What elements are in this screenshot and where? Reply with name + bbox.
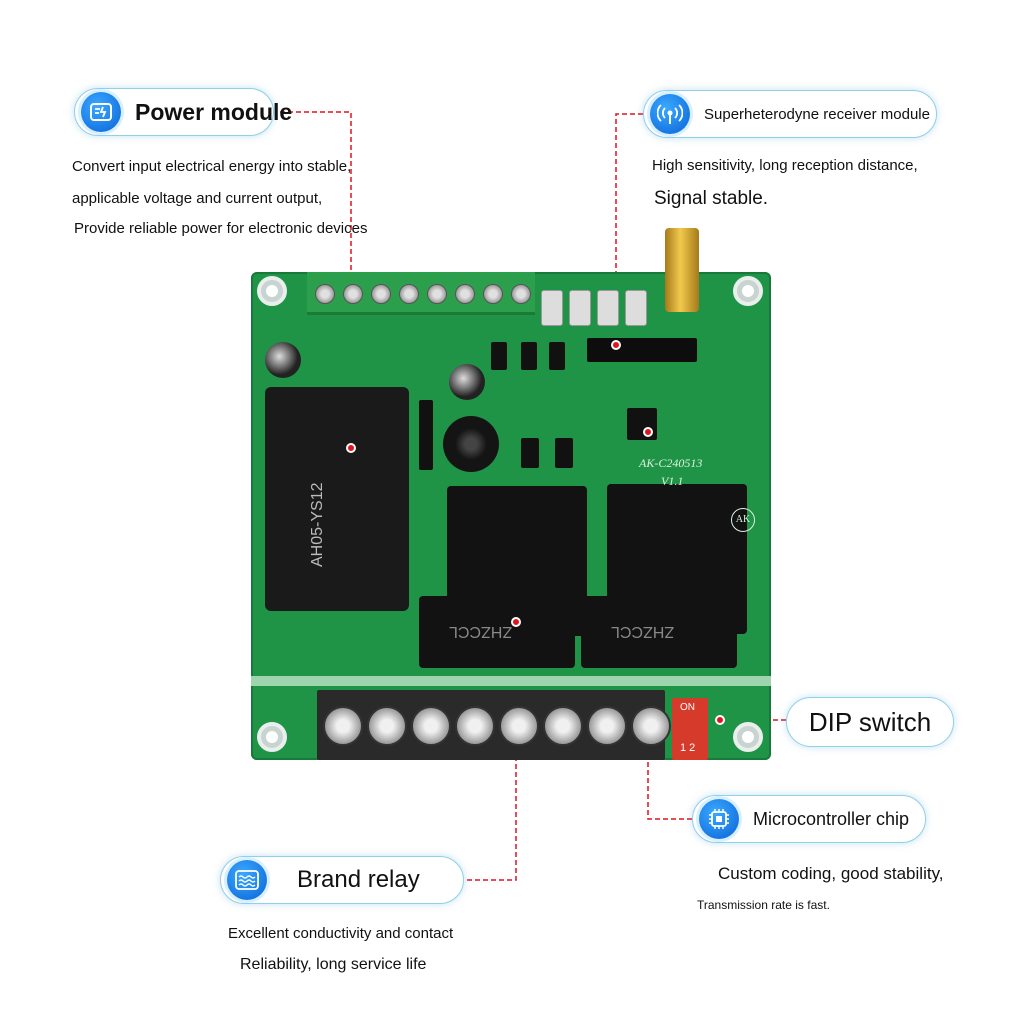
tact-button bbox=[569, 290, 591, 326]
mcu-line-2: Transmission rate is fast. bbox=[697, 898, 830, 912]
buzzer bbox=[443, 416, 499, 472]
tact-button bbox=[597, 290, 619, 326]
transistor bbox=[521, 342, 537, 370]
screw bbox=[399, 284, 419, 304]
power-module-line-3: Provide reliable power for electronic de… bbox=[74, 220, 368, 237]
board-logo: AK bbox=[731, 508, 755, 532]
screw bbox=[587, 706, 627, 746]
receiver-module bbox=[587, 338, 697, 362]
pcb-board: AH05-YS12 ZHZCCL ZHZCCL AK-C240513 V1.1 … bbox=[251, 228, 771, 760]
relay-1-base: ZHZCCL bbox=[419, 596, 575, 668]
screw bbox=[483, 284, 503, 304]
screw bbox=[499, 706, 539, 746]
power-module-title: Power module bbox=[135, 98, 293, 125]
acdc-converter: AH05-YS12 bbox=[265, 387, 409, 611]
top-terminal-block bbox=[307, 272, 535, 315]
mcu-line-1: Custom coding, good stability, bbox=[718, 864, 944, 883]
mcu-title: Microcontroller chip bbox=[753, 808, 910, 829]
dip-switch-callout: DIP switch bbox=[786, 697, 954, 747]
power-module-line-1: Convert input electrical energy into sta… bbox=[72, 158, 352, 175]
converter-label: AH05-YS12 bbox=[309, 482, 326, 568]
leader-mcu bbox=[647, 432, 692, 820]
silkscreen-version: V1.1 bbox=[661, 474, 684, 488]
mount-hole bbox=[257, 722, 287, 752]
diode bbox=[419, 400, 433, 470]
receiver-callout: Superheterodyne receiver module bbox=[643, 90, 937, 138]
screw bbox=[427, 284, 447, 304]
wifi-signal-icon bbox=[650, 94, 690, 134]
transistor bbox=[549, 342, 565, 370]
mcu-callout: Microcontroller chip bbox=[692, 795, 926, 843]
silkscreen-model: AK-C240513 bbox=[639, 456, 703, 470]
relay-2-base: ZHZCCL bbox=[581, 596, 737, 668]
receiver-line-2: Signal stable. bbox=[654, 188, 769, 209]
capacitor bbox=[449, 364, 485, 400]
dip-on-label: ON bbox=[680, 702, 695, 713]
transistor bbox=[491, 342, 507, 370]
screw bbox=[343, 284, 363, 304]
microcontroller-chip bbox=[627, 408, 657, 440]
screw bbox=[371, 284, 391, 304]
power-icon bbox=[81, 92, 121, 132]
dip-numbers: 1 2 bbox=[680, 742, 696, 754]
relay-line-1: Excellent conductivity and contact bbox=[228, 925, 454, 942]
screw bbox=[411, 706, 451, 746]
relay-callout: Brand relay bbox=[220, 856, 464, 904]
dot-receiver bbox=[611, 340, 621, 350]
dot-power bbox=[346, 443, 356, 453]
mount-hole bbox=[733, 276, 763, 306]
relay-line-2: Reliability, long service life bbox=[240, 956, 427, 973]
optocoupler bbox=[521, 438, 539, 468]
relay-label: ZHZCCL bbox=[449, 623, 513, 640]
receiver-title: Superheterodyne receiver module bbox=[704, 105, 930, 123]
tact-button bbox=[625, 290, 647, 326]
board-edge-stripe bbox=[251, 676, 771, 686]
power-module-line-2: applicable voltage and current output, bbox=[72, 190, 323, 207]
antenna-connector bbox=[665, 228, 699, 312]
dip-switch: ON 1 2 bbox=[672, 698, 708, 760]
screw bbox=[455, 284, 475, 304]
screw bbox=[511, 284, 531, 304]
screw bbox=[455, 706, 495, 746]
chip-icon bbox=[699, 799, 739, 839]
screw bbox=[367, 706, 407, 746]
leader-receiver bbox=[615, 113, 643, 345]
tact-button bbox=[541, 290, 563, 326]
dot-relay bbox=[511, 617, 521, 627]
dip-switch-title: DIP switch bbox=[808, 706, 932, 737]
screw bbox=[323, 706, 363, 746]
screw bbox=[315, 284, 335, 304]
optocoupler bbox=[555, 438, 573, 468]
receiver-line-1: High sensitivity, long reception distanc… bbox=[652, 157, 918, 174]
screw bbox=[543, 706, 583, 746]
relay-label: ZHZCCL bbox=[611, 623, 675, 640]
relay-title: Brand relay bbox=[297, 866, 420, 893]
waves-icon bbox=[227, 860, 267, 900]
mount-hole bbox=[257, 276, 287, 306]
dot-mcu bbox=[643, 427, 653, 437]
power-module-callout: Power module bbox=[74, 88, 292, 136]
capacitor bbox=[265, 342, 301, 378]
mount-hole bbox=[733, 722, 763, 752]
dot-dip bbox=[715, 715, 725, 725]
screw bbox=[631, 706, 671, 746]
bottom-terminal-block bbox=[317, 690, 671, 760]
